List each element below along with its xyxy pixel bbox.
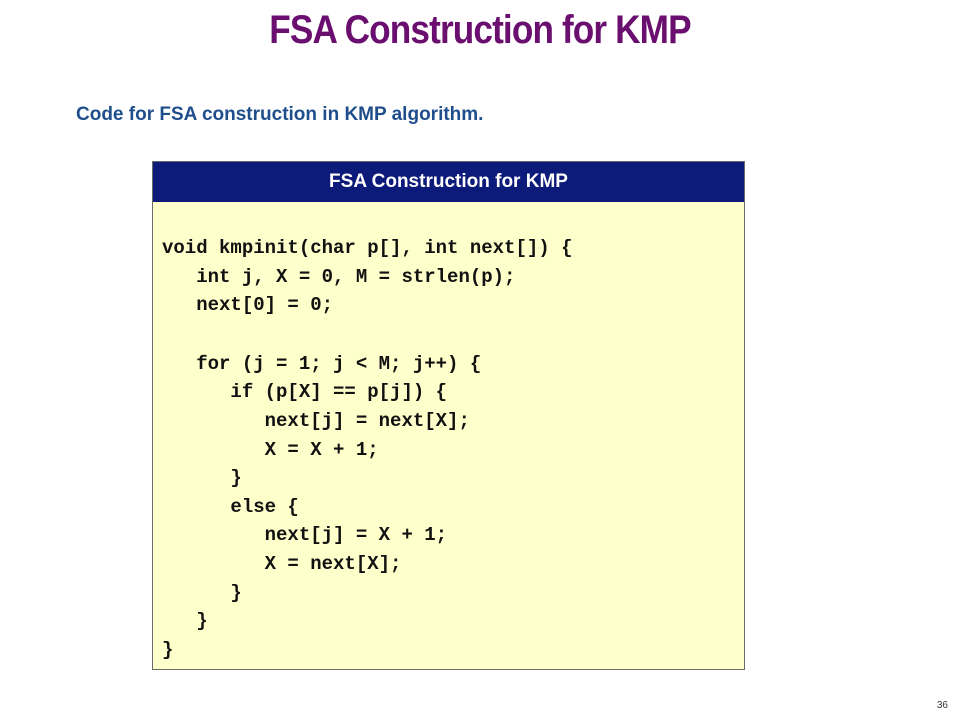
page-number: 36: [936, 700, 948, 711]
code-line: next[0] = 0;: [162, 294, 334, 317]
code-line: }: [162, 638, 174, 661]
code-line: }: [162, 467, 242, 490]
code-line: int j, X = 0, M = strlen(p);: [162, 265, 516, 288]
code-line: }: [162, 610, 208, 633]
code-line: void kmpinit(char p[], int next[]) {: [162, 237, 573, 259]
slide-subtitle: Code for FSA construction in KMP algorit…: [76, 104, 484, 125]
code-box-header: FSA Construction for KMP: [153, 162, 744, 202]
code-line: X = X + 1;: [162, 438, 379, 461]
code-line: }: [162, 581, 242, 604]
code-line: for (j = 1; j < M; j++) {: [162, 352, 482, 375]
code-line: X = next[X];: [162, 552, 402, 575]
code-box: FSA Construction for KMP void kmpinit(ch…: [152, 161, 745, 670]
code-line: else {: [162, 495, 299, 518]
code-body: void kmpinit(char p[], int next[]) { int…: [162, 234, 572, 664]
code-line: if (p[X] == p[j]) {: [162, 381, 448, 404]
code-line: next[j] = X + 1;: [162, 524, 448, 547]
code-line: next[j] = next[X];: [162, 409, 470, 432]
code-blank-line: [162, 320, 572, 350]
slide-title: FSA Construction for KMP: [269, 8, 691, 52]
